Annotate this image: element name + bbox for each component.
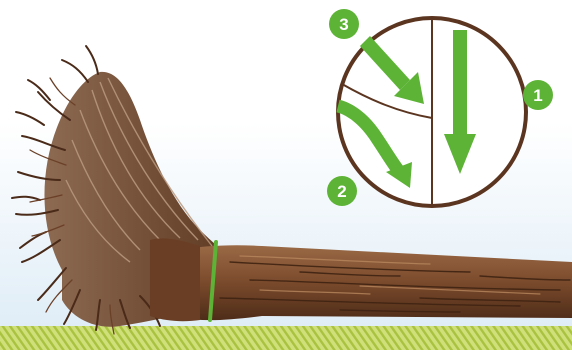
svg-text:2: 2: [337, 182, 346, 201]
step-badge-2: 2: [327, 176, 357, 206]
svg-text:1: 1: [533, 86, 542, 105]
svg-text:3: 3: [339, 15, 348, 34]
step-badge-3: 3: [329, 9, 359, 39]
step-badge-1: 1: [523, 80, 553, 110]
grass-ground: [0, 326, 572, 350]
